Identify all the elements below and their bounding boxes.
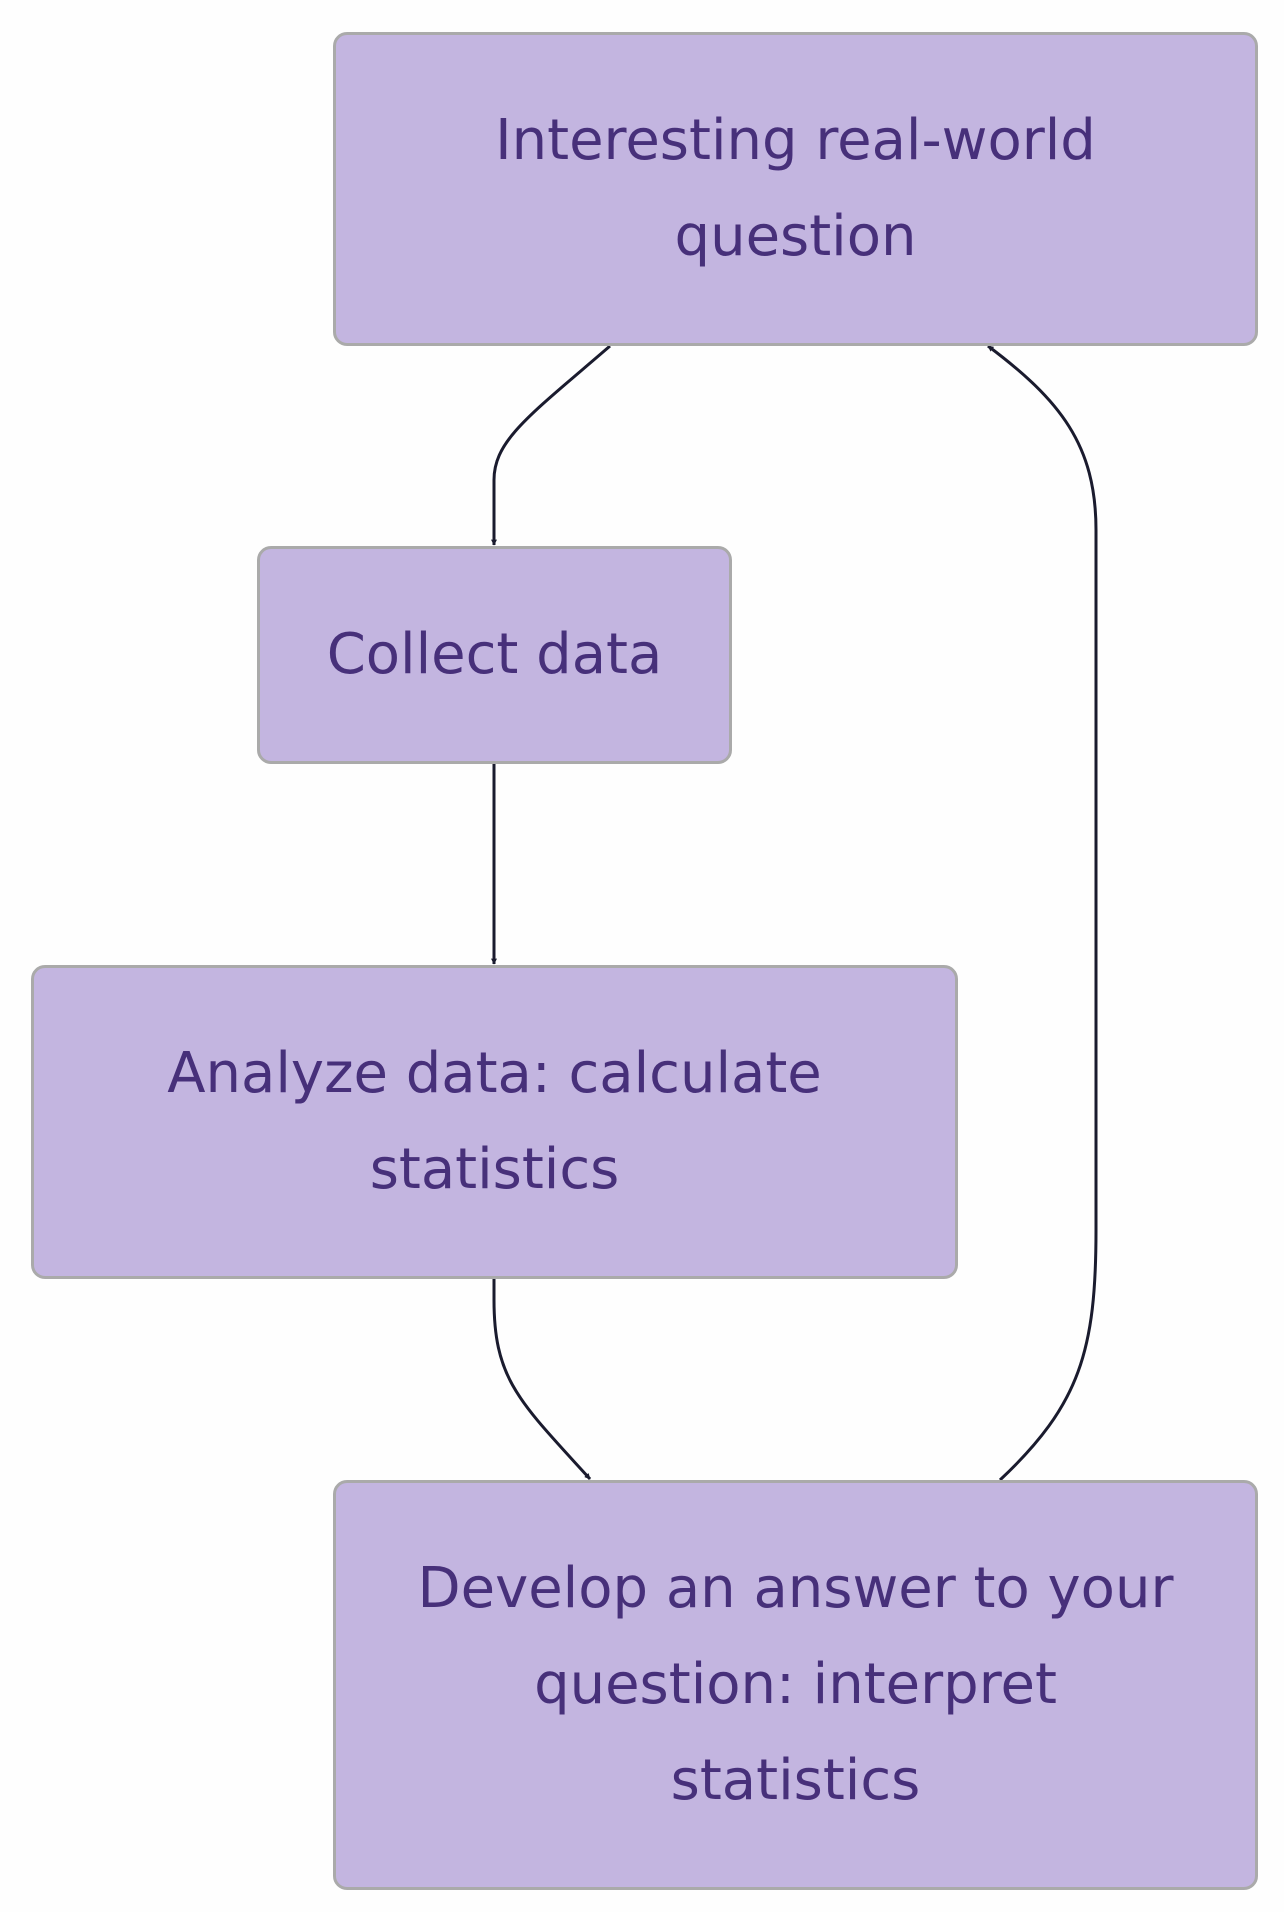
- edge-analyze-to-develop: [492, 1279, 592, 1481]
- node-label: Analyze data: calculate statistics: [167, 1041, 822, 1202]
- edge-develop-to-question: [987, 344, 1098, 1482]
- node-interesting-question: Interesting real-world question: [333, 32, 1258, 346]
- node-label: Develop an answer to your question: inte…: [417, 1556, 1174, 1813]
- edge-question-to-collect: [491, 344, 611, 546]
- node-develop-answer: Develop an answer to your question: inte…: [333, 1480, 1258, 1890]
- node-label: Interesting real-world question: [495, 108, 1096, 269]
- node-analyze-data: Analyze data: calculate statistics: [31, 965, 958, 1279]
- node-label: Collect data: [326, 622, 663, 687]
- node-collect-data: Collect data: [257, 546, 732, 764]
